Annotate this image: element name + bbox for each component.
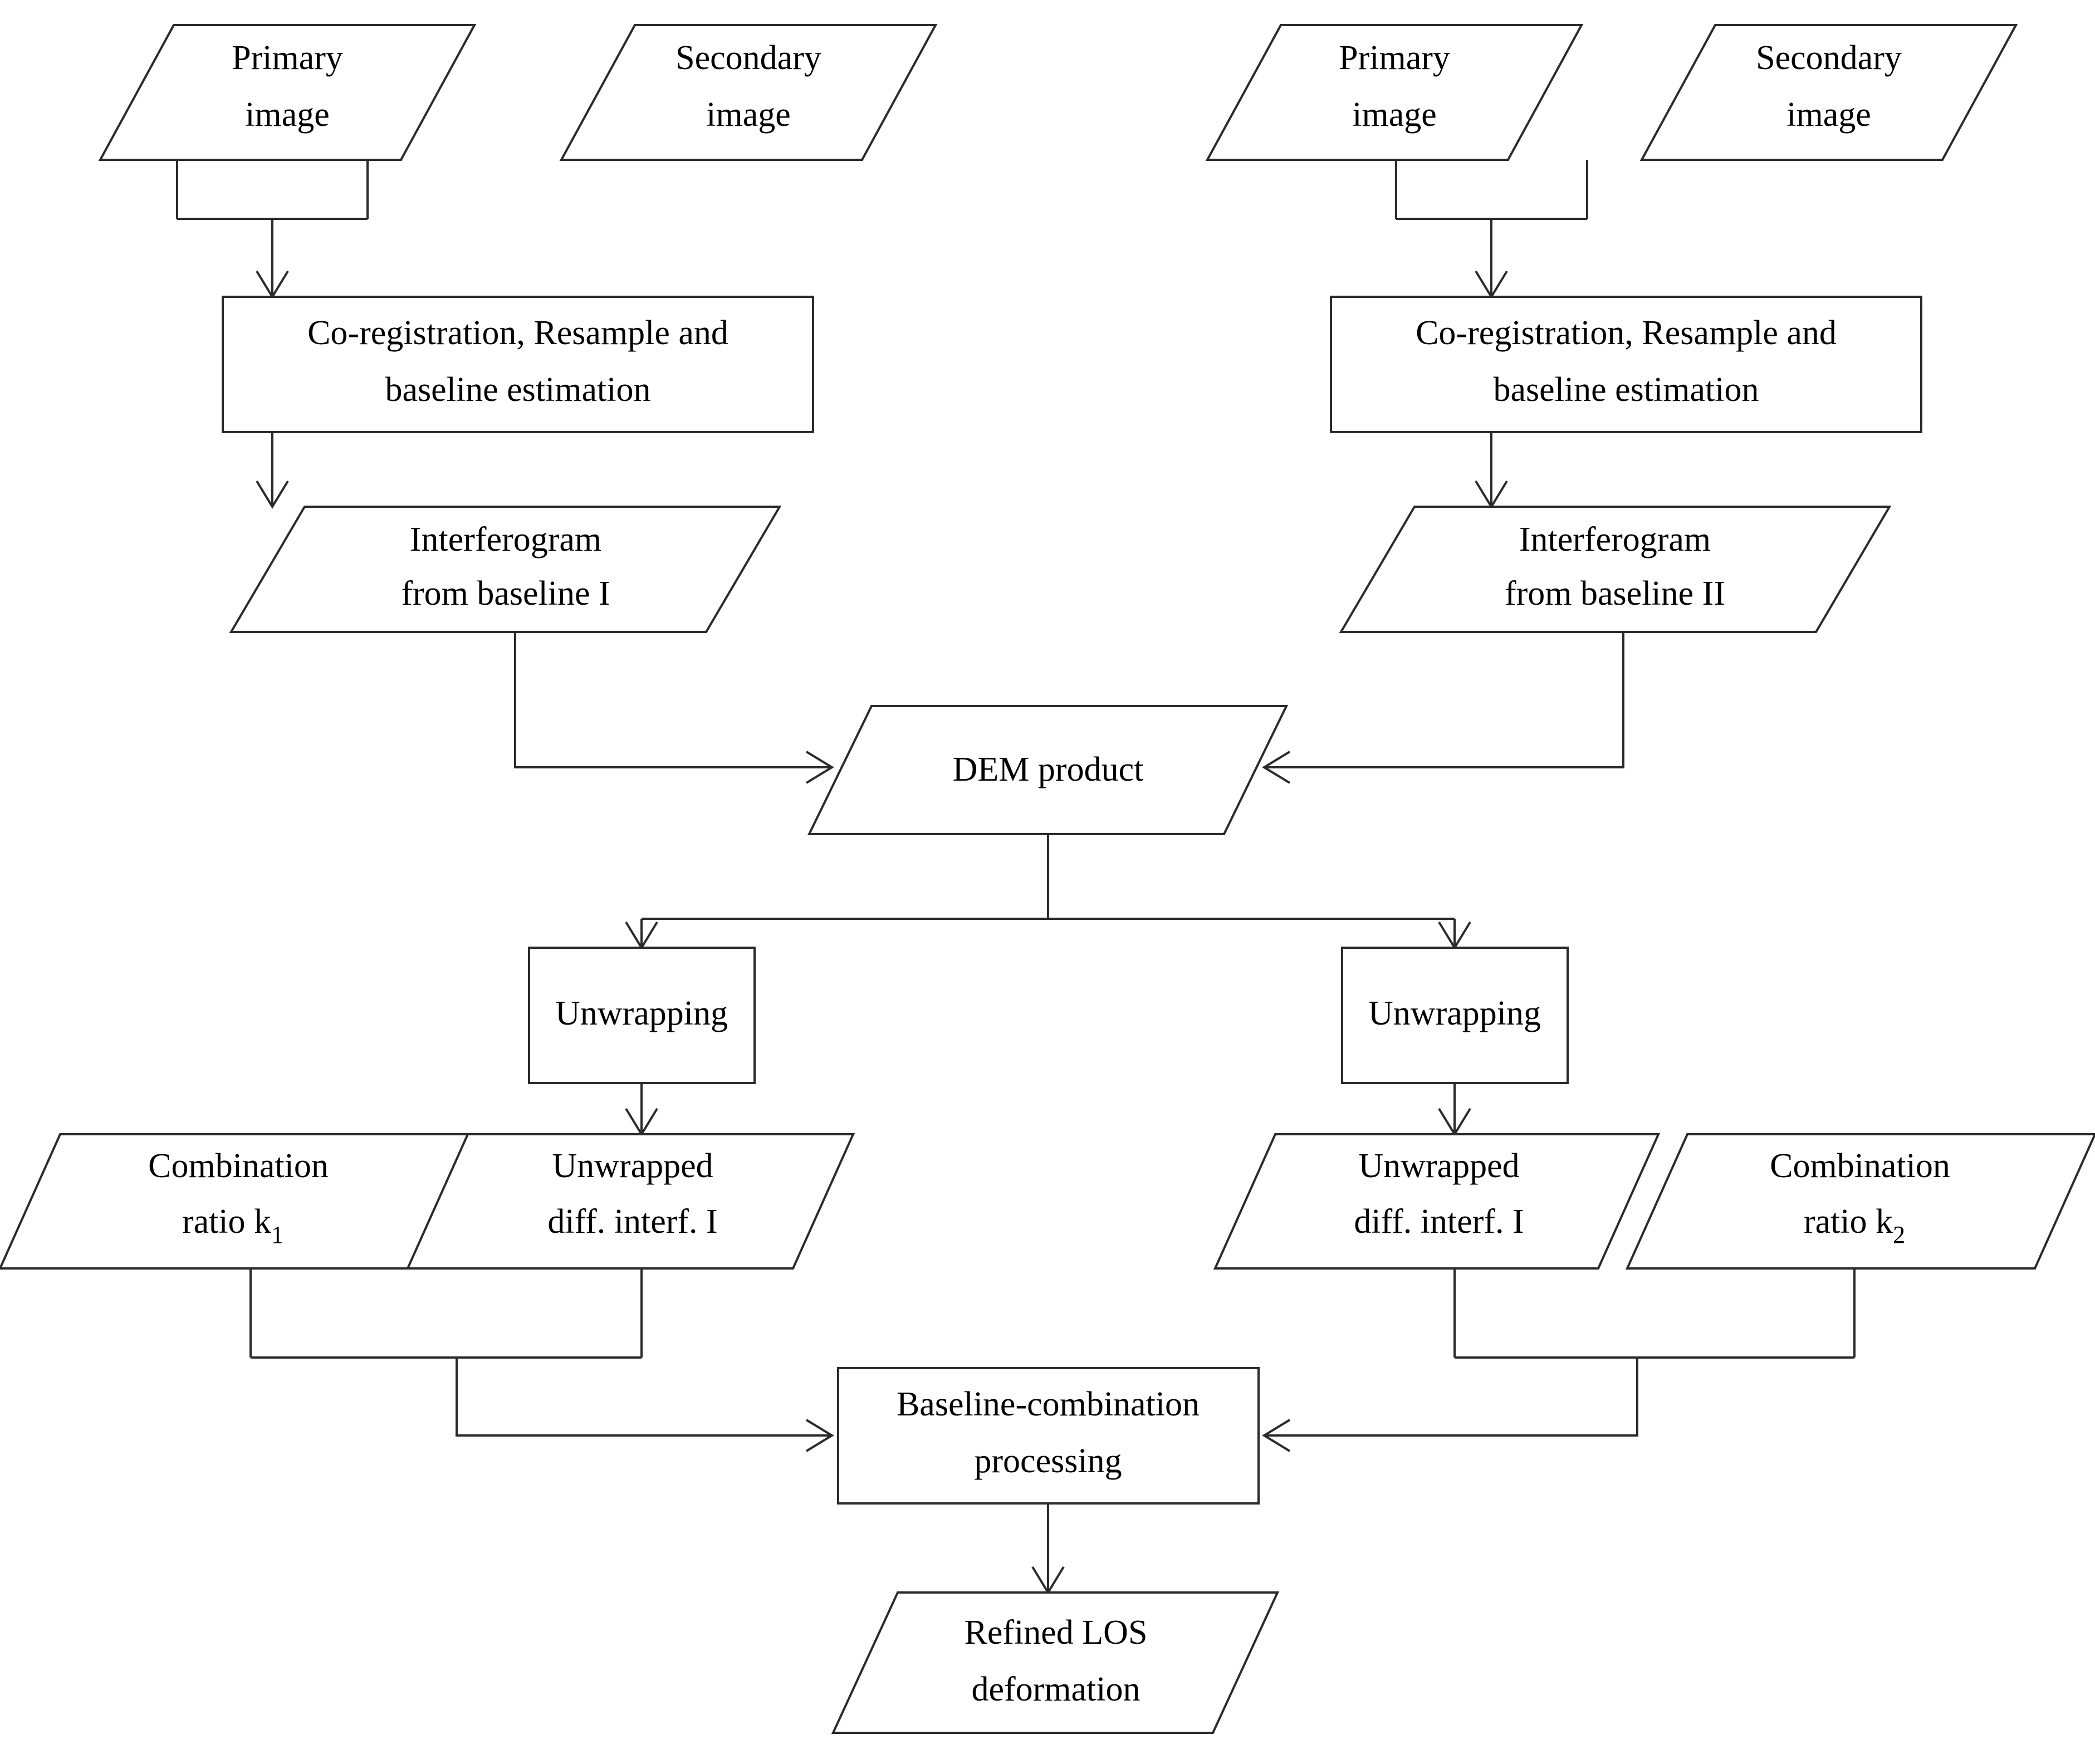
connector-right-merge-to-baseline bbox=[1265, 1358, 1638, 1437]
right-interferogram-label-line2: from baseline II bbox=[1505, 575, 1725, 612]
baseline-combination-label-line2: processing bbox=[974, 1442, 1122, 1480]
rect-left-coregistration bbox=[222, 296, 814, 433]
right-interferogram-label-line1: Interferogram bbox=[1519, 521, 1711, 558]
node-left-secondary-image[interactable]: Secondary image bbox=[559, 24, 938, 161]
refined-los-label-line2: deformation bbox=[971, 1670, 1140, 1708]
arrowhead-dem-right bbox=[1262, 751, 1291, 784]
parallelogram-left-unwrapped-interf bbox=[405, 1133, 855, 1270]
node-combination-ratio-k2[interactable]: Combination ratio k2 bbox=[1625, 1133, 2095, 1270]
arrowhead-baseline-left bbox=[805, 1419, 834, 1452]
node-refined-los[interactable]: Refined LOS deformation bbox=[831, 1591, 1280, 1734]
left-unwrapped-interf-label-line1: Unwrapped bbox=[552, 1147, 713, 1185]
connector-left-interf-to-dem bbox=[514, 632, 831, 768]
right-secondary-image-label-line2: image bbox=[1786, 96, 1871, 134]
node-left-interferogram[interactable]: Interferogram from baseline I bbox=[229, 506, 782, 633]
parallelogram-right-interferogram bbox=[1339, 506, 1892, 633]
parallelogram-right-secondary-image bbox=[1639, 24, 2018, 161]
left-primary-image-label-line2: image bbox=[245, 96, 330, 134]
right-secondary-image-label-line1: Secondary bbox=[1756, 39, 1902, 77]
connector-right-interf-to-dem bbox=[1265, 632, 1624, 768]
left-unwrapping-label: Unwrapping bbox=[555, 994, 728, 1032]
parallelogram-left-primary-image bbox=[98, 24, 477, 161]
right-coregistration-label-line2: baseline estimation bbox=[1494, 371, 1759, 409]
node-right-coregistration[interactable]: Co-registration, Resample and baseline e… bbox=[1330, 296, 1922, 433]
right-coregistration-label-line1: Co-registration, Resample and bbox=[1416, 314, 1837, 352]
arrowhead-left-interferogram bbox=[256, 480, 289, 509]
node-baseline-combination[interactable]: Baseline-combination processing bbox=[837, 1367, 1260, 1505]
right-primary-image-label-line1: Primary bbox=[1339, 39, 1450, 77]
left-coregistration-label-line2: baseline estimation bbox=[385, 371, 651, 409]
left-coregistration-label-line1: Co-registration, Resample and bbox=[307, 314, 728, 352]
rect-right-unwrapping bbox=[1341, 947, 1569, 1084]
node-left-coregistration[interactable]: Co-registration, Resample and baseline e… bbox=[222, 296, 814, 433]
arrowhead-dem-left bbox=[805, 751, 834, 784]
left-secondary-image-label-line2: image bbox=[706, 96, 791, 134]
combination-ratio-k2-label-line2: ratio k2 bbox=[1804, 1203, 1905, 1248]
node-right-unwrapped-interf[interactable]: Unwrapped diff. interf. I bbox=[1213, 1133, 1661, 1270]
parallelogram-left-interferogram bbox=[229, 506, 782, 633]
parallelogram-combination-ratio-k2 bbox=[1625, 1133, 2095, 1270]
node-left-unwrapping[interactable]: Unwrapping bbox=[528, 947, 756, 1084]
node-right-unwrapping[interactable]: Unwrapping bbox=[1341, 947, 1569, 1084]
parallelogram-dem-product bbox=[807, 705, 1289, 835]
refined-los-label-line1: Refined LOS bbox=[965, 1614, 1148, 1652]
parallelogram-right-unwrapped-interf bbox=[1213, 1133, 1661, 1270]
node-dem-product[interactable]: DEM product bbox=[807, 705, 1289, 835]
left-unwrapped-interf-label-line2: diff. interf. I bbox=[547, 1203, 717, 1241]
connector-left-merge-to-baseline bbox=[456, 1358, 831, 1437]
node-right-secondary-image[interactable]: Secondary image bbox=[1639, 24, 2018, 161]
right-unwrapping-label: Unwrapping bbox=[1368, 994, 1541, 1032]
node-left-primary-image[interactable]: Primary image bbox=[98, 24, 477, 161]
combination-ratio-k1-label-line2: ratio k1 bbox=[182, 1203, 283, 1248]
node-right-interferogram[interactable]: Interferogram from baseline II bbox=[1339, 506, 1892, 633]
node-right-primary-image[interactable]: Primary image bbox=[1205, 24, 1584, 161]
left-interferogram-label-line2: from baseline I bbox=[401, 575, 610, 612]
parallelogram-right-primary-image bbox=[1205, 24, 1584, 161]
node-left-unwrapped-interf[interactable]: Unwrapped diff. interf. I bbox=[405, 1133, 855, 1270]
left-interferogram-label-line1: Interferogram bbox=[410, 521, 601, 558]
left-secondary-image-label-line1: Secondary bbox=[676, 39, 821, 77]
left-primary-image-label-line1: Primary bbox=[232, 39, 343, 77]
combination-ratio-k2-label-line1: Combination bbox=[1770, 1147, 1950, 1185]
node-combination-ratio-k1[interactable]: Combination ratio k1 bbox=[0, 1133, 474, 1270]
right-primary-image-label-line2: image bbox=[1352, 96, 1437, 134]
baseline-combination-label-line1: Baseline-combination bbox=[897, 1385, 1200, 1423]
connectors-group bbox=[176, 160, 1856, 1595]
arrowhead-baseline-right bbox=[1262, 1419, 1291, 1452]
rect-baseline-combination bbox=[837, 1367, 1260, 1505]
right-unwrapped-interf-label-line1: Unwrapped bbox=[1358, 1147, 1519, 1185]
combination-ratio-k1-label-line1: Combination bbox=[148, 1147, 329, 1185]
rect-left-unwrapping bbox=[528, 947, 756, 1084]
parallelogram-left-secondary-image bbox=[559, 24, 938, 161]
dem-product-label: DEM product bbox=[953, 751, 1144, 788]
rect-right-coregistration bbox=[1330, 296, 1922, 433]
parallelogram-refined-los bbox=[831, 1591, 1280, 1734]
right-unwrapped-interf-label-line2: diff. interf. I bbox=[1354, 1203, 1524, 1241]
